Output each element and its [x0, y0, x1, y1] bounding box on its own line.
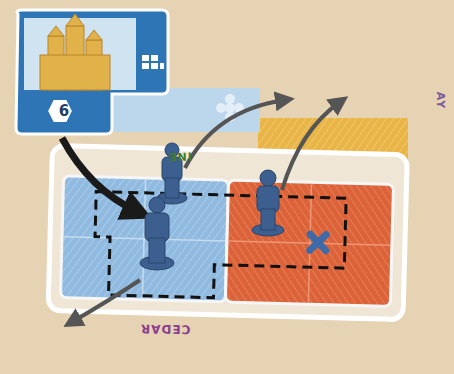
x-marker	[310, 234, 326, 250]
place-arrow	[62, 138, 138, 212]
castle-picture	[40, 14, 110, 90]
blue-lot	[60, 176, 228, 302]
board-plate	[48, 145, 407, 319]
cost-hexagon: 6	[46, 98, 82, 124]
street-name: INE	[168, 150, 192, 164]
street-name: AY	[434, 92, 447, 109]
orange-lot	[225, 180, 393, 306]
move-arrow	[185, 100, 285, 168]
footprint-icon	[142, 55, 164, 69]
move-arrow	[72, 280, 140, 322]
card-picture	[24, 18, 136, 90]
street-name: CEDAR	[140, 322, 191, 337]
move-arrow	[282, 102, 340, 190]
worker-meeples	[140, 143, 284, 270]
board	[16, 10, 408, 322]
cost-number: 6	[46, 98, 82, 124]
building-card	[16, 10, 168, 134]
